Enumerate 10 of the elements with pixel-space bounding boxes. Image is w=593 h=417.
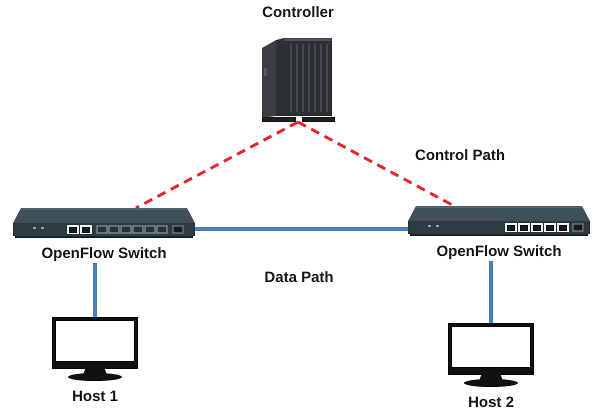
device-label: Host 1 xyxy=(72,388,118,406)
device-label: OpenFlow Switch xyxy=(436,243,562,261)
device-label: OpenFlow Switch xyxy=(41,245,166,263)
device-label: Controller xyxy=(262,4,334,22)
device-label: Host 2 xyxy=(468,394,514,412)
dashed-connector xyxy=(135,120,299,210)
connector-line xyxy=(93,263,97,317)
dashed-connector xyxy=(297,120,455,208)
connector-line xyxy=(195,227,408,231)
connector-line xyxy=(489,261,493,323)
